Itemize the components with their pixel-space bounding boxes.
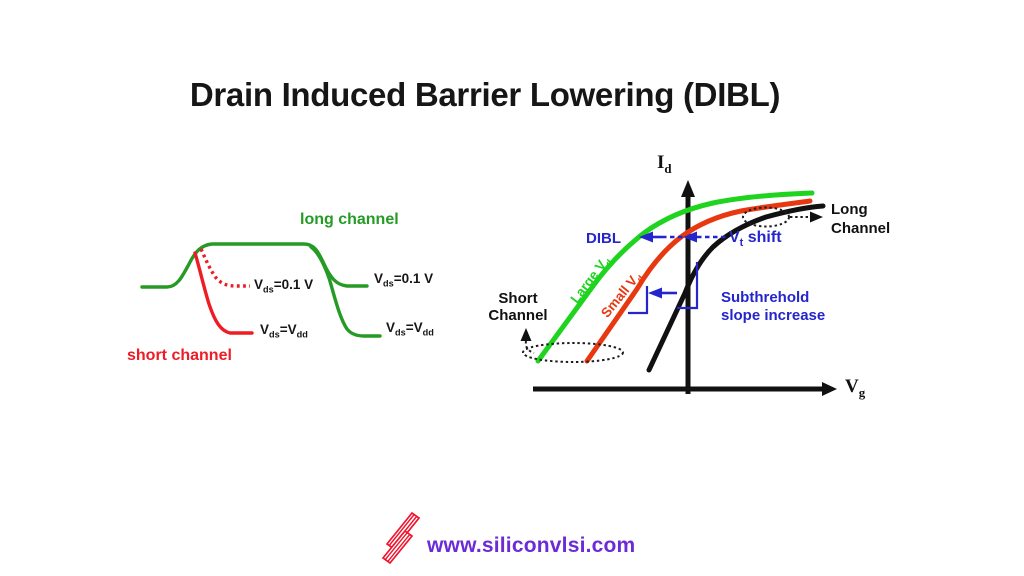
long-channel-curve	[646, 203, 826, 373]
long-channel-arrowhead	[810, 211, 823, 223]
vt-shift-arrowhead	[683, 231, 697, 243]
large-vd-curve	[535, 190, 815, 364]
barrier-diagram	[140, 242, 382, 338]
logo-bottom-hatch-1	[384, 531, 408, 560]
vds-vdd-outer-label: Vds=Vdd	[386, 320, 434, 338]
logo-bottom-bolt	[381, 529, 414, 565]
long-channel-vdd-branch	[309, 245, 382, 338]
short-channel-label: short channel	[127, 347, 232, 364]
x-axis-arrowhead	[822, 382, 837, 396]
dibl-annotation: DIBL	[586, 230, 621, 247]
long-channel-callout: Long Channel	[831, 201, 891, 237]
long-channel-ellipse	[742, 206, 790, 228]
y-axis-label: Id	[657, 152, 672, 176]
dibl-plot	[520, 180, 837, 396]
black-curve-slope-bracket	[677, 262, 699, 310]
short-channel-vdd-curve	[193, 251, 254, 335]
small-vd-curve	[584, 198, 813, 364]
dibl-arrowhead	[639, 231, 653, 243]
site-url-link[interactable]: www.siliconvlsi.com	[427, 534, 636, 557]
long-channel-barrier-curve	[140, 242, 369, 289]
short-channel-callout: Short Channel	[488, 290, 548, 324]
vds-0p1-outer-label: Vds=0.1 V	[374, 271, 434, 289]
slope-arrowhead	[648, 287, 662, 299]
vt-shift-annotation: Vt shift	[729, 229, 782, 250]
short-channel-ellipse	[522, 342, 624, 363]
vds-0p1-inner-label: Vds=0.1 V	[254, 277, 314, 295]
logo-top-hatch-1	[389, 513, 416, 546]
logo-bottom-hatch-2	[387, 533, 411, 562]
subthreshold-annotation: Subthrehold slope increase	[721, 289, 826, 324]
long-channel-label: long channel	[300, 211, 399, 228]
short-channel-low-vds-curve	[199, 248, 250, 288]
red-curve-slope-bracket	[628, 286, 649, 315]
short-channel-dotted-tail	[524, 340, 535, 354]
vds-vdd-inner-label: Vds=Vdd	[260, 322, 308, 340]
page-title: Drain Induced Barrier Lowering (DIBL)	[189, 76, 781, 113]
short-channel-arrowhead	[520, 328, 532, 341]
y-axis-arrowhead	[681, 180, 695, 197]
x-axis-label: Vg	[845, 376, 866, 400]
siliconvlsi-logo-icon	[381, 511, 421, 565]
